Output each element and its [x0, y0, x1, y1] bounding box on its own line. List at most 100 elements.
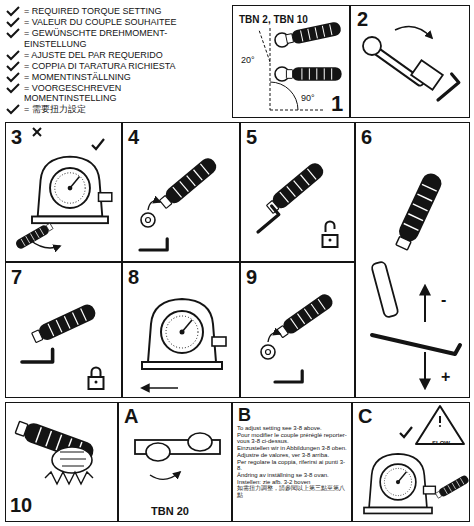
legend-row: = REQUIRED TORQUE SETTING [6, 6, 228, 17]
label-holder: 90° [301, 87, 315, 105]
panel-box: 2 [350, 5, 470, 118]
label-holder: 5 [246, 127, 257, 148]
legend-text: = AJUSTE DEL PAR REQUERIDO [24, 50, 204, 61]
step-number: 5 [246, 127, 257, 147]
gauge-check-figure [142, 387, 178, 389]
check-mark [7, 62, 19, 70]
label-holder: 7 [11, 267, 22, 288]
panel-box: 4 [122, 122, 240, 262]
slow-gauge-figure [364, 454, 435, 514]
panel-box: TBN 2, TBN 1020°90°1 [232, 5, 350, 118]
label-holder: 20° [241, 49, 255, 67]
label-holder: - [441, 291, 446, 309]
gauge-figure [30, 240, 60, 248]
wrench-reassemble-figure [275, 371, 302, 382]
check-mark [7, 29, 19, 37]
legend-text: = GEWÜNSCHTE DREHMOMENT-EINSTELLUNG [24, 28, 204, 50]
legend-text: = REQUIRED TORQUE SETTING [24, 6, 204, 17]
tube-figure [135, 433, 220, 479]
check-mark [7, 105, 19, 113]
warning-text: SLOW [432, 440, 450, 446]
check-mark [7, 51, 19, 59]
spring-adjust-figure [371, 171, 460, 388]
spanner-figure [431, 74, 459, 100]
wrench-reassemble-figure [261, 292, 335, 382]
label-holder: B [238, 406, 251, 425]
spanner-figure [363, 37, 381, 55]
legend-row: = AJUSTE DEL PAR REQUERIDO [6, 50, 228, 61]
hand-use-figure [14, 418, 96, 484]
gauge-check-figure [142, 299, 226, 388]
wrench-lock-figure [22, 349, 53, 362]
gauge-figure [14, 128, 111, 250]
panel-box: 5 [240, 122, 355, 262]
instruction-text: Per regolare la coppia, riferirsi ai pun… [237, 459, 349, 472]
angle-figure [259, 21, 342, 110]
gauge-check-figure [142, 299, 226, 369]
legend-text: = MOMENTINSTÄLLNING [24, 72, 204, 83]
panel-box: 7 [5, 262, 122, 398]
wrench-key-figure [323, 222, 338, 248]
gauge-figure [32, 157, 112, 224]
legend-row: = VALEUR DU COUPLE SOUHAITEE [6, 17, 228, 28]
wrench-lock-figure [22, 302, 104, 389]
wrench-washer-figure [158, 155, 220, 211]
label-holder: TBN 2, TBN 10 [239, 9, 308, 27]
gauge-figure [14, 222, 54, 251]
tube-figure [146, 443, 170, 461]
step-number: 2 [357, 9, 368, 29]
panel-box: 9 [240, 262, 355, 398]
angle-figure [270, 28, 271, 110]
angle-figure [270, 110, 324, 111]
wrench-key-figure [251, 206, 279, 232]
wrench-washer-figure [140, 155, 219, 250]
step-letter: A [124, 406, 138, 426]
label-holder: 8 [128, 267, 139, 288]
instruction-text: Einzustellen wir in Abbildungen 3-8 oben… [237, 445, 349, 452]
step-number: 6 [361, 127, 372, 147]
wrench-reassemble-figure [268, 333, 280, 342]
spring-adjust-figure [372, 335, 460, 354]
check-mark [6, 17, 20, 28]
panel-box: 3 [5, 122, 122, 262]
direction-sign: + [441, 369, 450, 385]
hand-use-figure [45, 472, 93, 484]
angle-figure [259, 30, 270, 62]
slow-gauge-figure [364, 406, 470, 513]
wrench-lock-figure [89, 368, 104, 390]
label-holder: TBN 20 [151, 501, 189, 519]
check-mark [6, 50, 20, 61]
legend-row: = 需要扭力設定 [6, 104, 228, 115]
panel-box: 10 [5, 402, 118, 522]
instruction-text: Ändring av inställning se 3-8 ovan. [237, 472, 349, 479]
gauge-figure [33, 128, 41, 136]
label-holder: 2 [357, 9, 368, 30]
wrench-key-figure [251, 160, 338, 247]
label-holder: C [358, 406, 372, 427]
check-mark [7, 73, 19, 81]
model-label: TBN 20 [151, 506, 189, 517]
check-mark [7, 7, 19, 15]
legend-row: = COPPIA DI TARATURA RICHIESTA [6, 61, 228, 72]
spanner-figure [411, 60, 443, 90]
wrench-reassemble-figure [261, 345, 275, 359]
step-letter: B [238, 406, 251, 424]
legend-text: = 需要扭力設定 [24, 104, 204, 115]
slow-gauge-figure [435, 474, 470, 499]
tube-figure [150, 472, 180, 479]
step-number: 7 [11, 267, 22, 287]
gauge-figure [33, 128, 41, 136]
label-holder: + [441, 368, 450, 386]
label-holder: 4 [128, 127, 139, 148]
step-number: 10 [10, 495, 32, 515]
angle-label: 20° [241, 56, 255, 65]
slow-gauge-figure [439, 416, 441, 423]
check-mark [6, 6, 20, 17]
hand-use-figure [60, 452, 86, 466]
label-holder: 9 [246, 267, 257, 288]
spanner-figure [368, 40, 376, 47]
check-mark [6, 104, 20, 115]
legend-text: = VOORGESCHREVEN MOMENTINSTELLING [24, 83, 204, 105]
check-mark [6, 72, 20, 83]
